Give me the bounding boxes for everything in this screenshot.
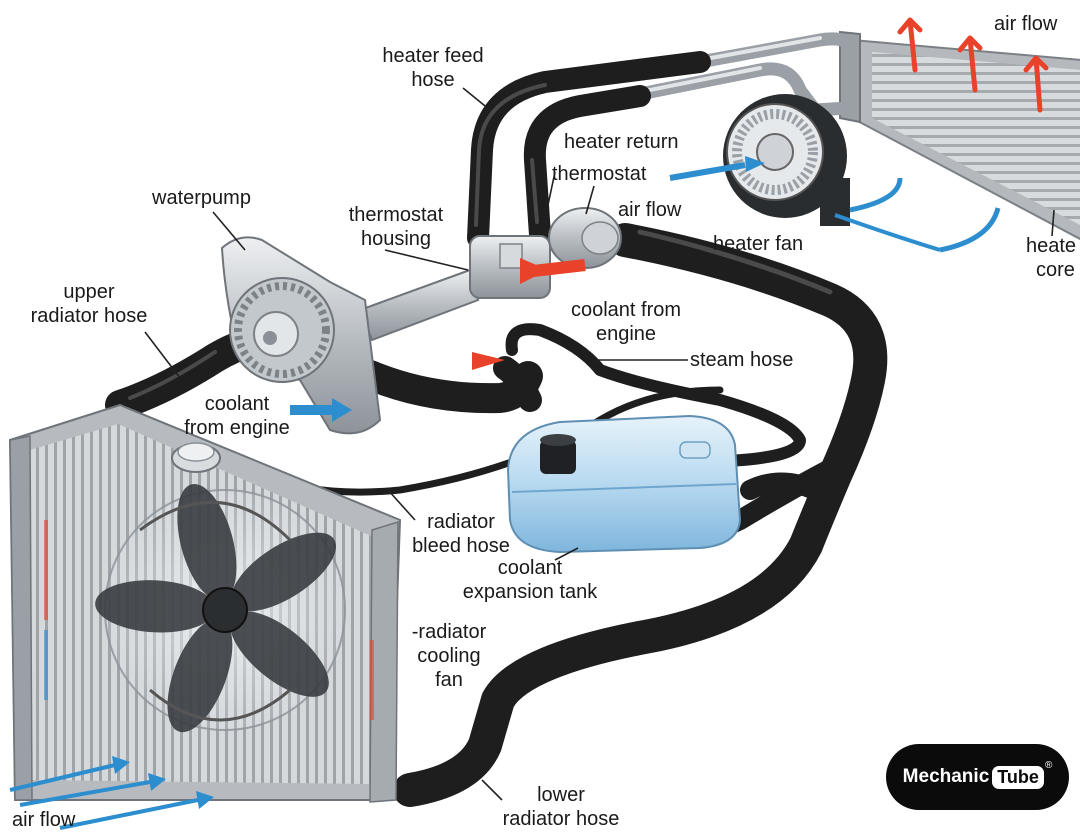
label-coolant-from-engine-left: coolant from engine [166,392,308,440]
label-air-flow-top: air flow [994,13,1058,35]
label-line: coolant from [570,299,682,321]
label-coolant-from-engine-right: coolant from engine [556,298,696,346]
label-air-flow-bottom: air flow [12,809,76,831]
label-line: engine [595,323,657,345]
label-line: core [1036,259,1075,281]
label-heater-feed-hose: heater feed hose [360,44,506,92]
lower-radiator-hose [393,223,888,807]
label-heater-fan: heater fan [713,233,804,255]
label-heater-return: heater return [564,131,679,153]
label-heater-core: heate core [1026,234,1076,282]
label-lower-radiator-hose: lower radiator hose [486,783,636,831]
heater-fan [723,94,850,226]
label-air-flow-heater: air flow [618,199,682,221]
label-line: heate [1026,235,1077,257]
thermostat [548,207,622,269]
label-line: coolant [204,393,270,415]
label-line: lower [537,784,585,806]
label-radiator-cooling-fan: -radiator cooling fan [402,620,496,692]
label-line: expansion tank [462,581,598,603]
label-line: bleed hose [412,535,510,557]
radiator-cooling-fan [95,484,346,733]
label-radiator-bleed-hose: radiator bleed hose [396,510,526,558]
mechanic-tube-logo: Mechanic Tube ® [886,744,1069,810]
label-line: radiator hose [502,808,620,830]
label-line: heater feed [382,45,484,67]
label-coolant-expansion-tank: coolant expansion tank [444,556,616,604]
brand-badge-text: Tube [992,765,1044,789]
hot-flow-arrows [44,17,1049,720]
label-line: thermostat [348,204,444,226]
waterpump [220,236,382,435]
label-line: radiator [427,511,495,533]
label-line: fan [435,669,463,691]
label-line: hose [411,69,455,91]
label-line: cooling [417,645,481,667]
label-waterpump: waterpump [152,187,251,209]
cold-flow-arrows [9,156,1001,830]
label-thermostat: thermostat [552,163,647,185]
thermostat-housing [358,235,551,342]
brand-registered-mark: ® [1044,760,1053,771]
label-thermostat-housing: thermostat housing [334,203,458,251]
label-line: coolant [497,557,563,579]
steam-hose-path [505,323,806,468]
label-line: upper [63,281,115,303]
brand-word: Mechanic [902,766,990,787]
heater-return-hose [523,85,651,246]
coolant-expansion-tank [506,414,742,554]
hoses [105,51,888,807]
label-steam-hose: steam hose [690,349,794,371]
label-upper-radiator-hose: upper radiator hose [14,280,164,328]
leader-lines [144,87,1055,801]
label-line: from engine [184,417,290,439]
label-line: housing [360,228,432,250]
label-line: -radiator [411,621,487,643]
label-line: radiator hose [30,305,148,327]
heater-core [839,30,1080,241]
